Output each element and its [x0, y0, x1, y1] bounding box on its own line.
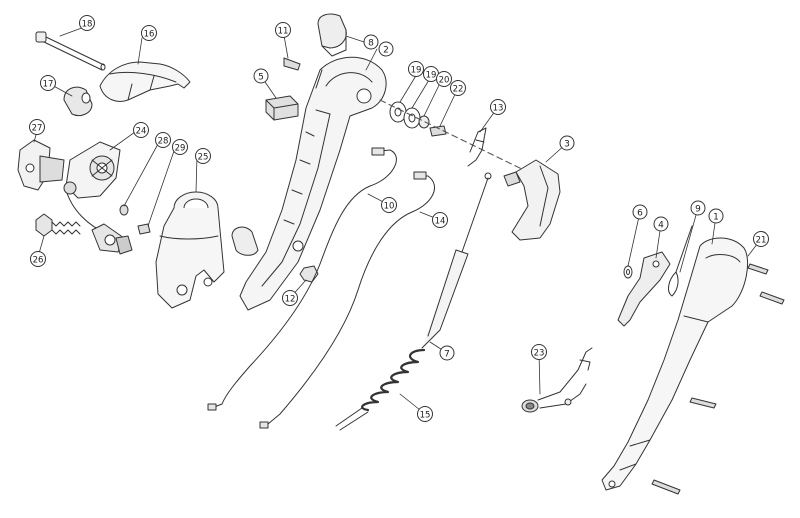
callout-22: 22	[450, 80, 466, 96]
svg-text:29: 29	[175, 144, 186, 154]
callout-17: 17	[40, 75, 56, 91]
callout-25: 25	[195, 148, 211, 164]
part-spring-15	[335, 348, 426, 431]
svg-text:4: 4	[658, 221, 664, 231]
part-cable-10	[207, 147, 397, 411]
svg-text:18: 18	[82, 20, 93, 30]
svg-text:1: 1	[713, 213, 719, 223]
svg-text:25: 25	[198, 153, 209, 163]
svg-text:12: 12	[285, 295, 296, 305]
part-small-bracket	[17, 139, 65, 191]
callout-8: 8	[363, 34, 379, 50]
svg-text:27: 27	[32, 124, 43, 134]
callout-23: 23	[531, 344, 547, 360]
part-base-arm	[601, 237, 749, 491]
part-screw-22	[429, 125, 447, 137]
callout-13: 13	[490, 99, 506, 115]
svg-text:21: 21	[756, 236, 767, 246]
callout-10: 10	[381, 197, 397, 213]
svg-text:6: 6	[637, 209, 643, 219]
svg-text:20: 20	[439, 76, 450, 86]
svg-text:23: 23	[534, 349, 545, 359]
callout-2: 2	[378, 41, 394, 57]
callout-group: 1 2 3 4 5 6 7 8 9 10 11 12 13 14 15 16 1…	[29, 15, 769, 422]
callout-11: 11	[275, 22, 291, 38]
part-top-clip	[317, 13, 347, 57]
part-washer-28	[119, 204, 129, 216]
part-clamp-lever	[99, 61, 191, 102]
part-latch	[617, 251, 671, 327]
part-washer-6	[623, 265, 633, 279]
callout-1: 1	[708, 208, 724, 224]
svg-text:26: 26	[33, 256, 44, 266]
part-axle-pin	[35, 31, 106, 71]
part-cable-14	[259, 171, 435, 429]
callout-15: 15	[417, 406, 433, 422]
callout-14: 14	[432, 212, 448, 228]
svg-text:3: 3	[564, 140, 570, 150]
part-small-block	[265, 95, 299, 121]
svg-text:17: 17	[43, 80, 54, 90]
callout-19a: 19	[408, 61, 424, 77]
svg-text:28: 28	[158, 137, 169, 147]
svg-text:16: 16	[144, 30, 155, 40]
part-spring-clip	[668, 225, 693, 297]
callout-24: 24	[133, 122, 149, 138]
callout-3: 3	[559, 135, 575, 151]
callout-20: 20	[436, 71, 452, 87]
part-torsion-spring	[467, 127, 487, 167]
callout-6: 6	[632, 204, 648, 220]
part-rod-7	[421, 172, 492, 349]
svg-text:15: 15	[420, 411, 431, 421]
svg-text:19: 19	[411, 66, 422, 76]
callout-9: 9	[690, 200, 706, 216]
part-washers-19-20	[389, 101, 430, 129]
svg-text:19: 19	[426, 71, 437, 81]
part-spring-bolt	[35, 213, 81, 237]
callout-26: 26	[30, 251, 46, 267]
svg-text:8: 8	[368, 39, 374, 49]
part-main-arm	[231, 56, 387, 311]
callout-19b: 19	[423, 66, 439, 82]
callout-29: 29	[172, 139, 188, 155]
part-main-clamp	[155, 191, 225, 309]
svg-text:7: 7	[444, 350, 450, 360]
svg-text:22: 22	[453, 85, 464, 95]
callout-28: 28	[155, 132, 171, 148]
callout-7: 7	[439, 345, 455, 361]
callout-18: 18	[79, 15, 95, 31]
svg-text:10: 10	[384, 202, 395, 212]
svg-text:9: 9	[695, 205, 701, 215]
callout-12: 12	[282, 290, 298, 306]
part-connector	[521, 347, 593, 413]
part-gear-clamp	[63, 141, 133, 255]
svg-text:13: 13	[493, 104, 504, 114]
svg-text:11: 11	[278, 27, 289, 37]
callout-21: 21	[753, 231, 769, 247]
svg-text:24: 24	[136, 127, 147, 137]
callout-4: 4	[653, 216, 669, 232]
part-pivot-cylinder	[63, 86, 93, 117]
part-screw-11	[283, 57, 301, 71]
svg-text:14: 14	[435, 217, 446, 227]
svg-text:2: 2	[383, 46, 389, 56]
part-screw-29	[137, 223, 151, 235]
callout-27: 27	[29, 119, 45, 135]
assembly-axis-line	[379, 99, 529, 173]
callout-5: 5	[253, 68, 269, 84]
part-trigger-lever	[503, 159, 561, 241]
callout-16: 16	[141, 25, 157, 41]
part-screws-21	[651, 263, 785, 495]
svg-text:5: 5	[258, 73, 264, 83]
